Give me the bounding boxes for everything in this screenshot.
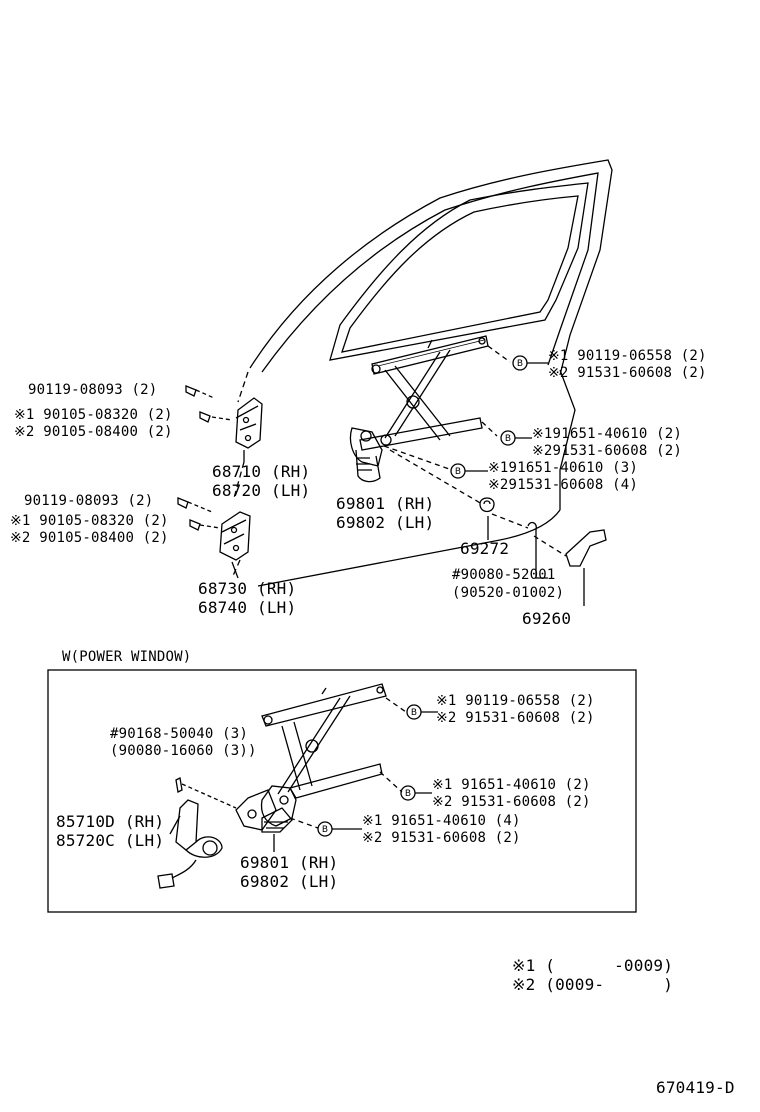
label-hinge-screw-2b: ※2 90105-08400 (2) — [10, 530, 169, 546]
spacer-and-handle-drawing — [479, 497, 607, 606]
callout-b-power-window — [317, 704, 438, 837]
label-pw-screw-motor: #90168-50040 (3) — [110, 726, 249, 742]
callout-b-letter: B — [505, 434, 511, 444]
label-bolt-top: ※1 90119-06558 (2) — [548, 348, 707, 364]
label-hinge-screw-1a: ※1 90105-08320 (2) — [14, 407, 173, 423]
callout-b-letter: B — [411, 708, 417, 718]
label-hinge-screw-1b: ※2 90105-08400 (2) — [14, 424, 173, 440]
label-pw-bolt-mid-alt: ※2 91531-60608 (2) — [432, 794, 591, 810]
label-handle-screw-alt: (90520-01002) — [452, 585, 565, 601]
label-pw-regulator-rh: 69801 (RH) — [240, 853, 339, 872]
label-pw-bolt-top-alt: ※2 91531-60608 (2) — [436, 710, 595, 726]
label-bolt-mid-alt: ※291531-60608 (2) — [532, 443, 682, 459]
power-window-leaders — [289, 697, 407, 829]
label-hinge-lower-rh: 68730 (RH) — [198, 579, 297, 598]
label-hinge-lower-lh: 68740 (LH) — [198, 598, 297, 617]
label-handle-screw: #90080-52001 — [452, 567, 556, 583]
label-hinge-upper-lh: 68720 (LH) — [212, 481, 311, 500]
label-hinge-bolt-1: 90119-08093 (2) — [28, 382, 158, 398]
callout-b-letter: B — [517, 359, 523, 369]
label-pw-regulator-lh: 69802 (LH) — [240, 872, 339, 891]
label-pw-bolt-low-alt: ※2 91531-60608 (2) — [362, 830, 521, 846]
upper-regulator-drawing — [349, 335, 489, 483]
motor-drawing — [157, 777, 237, 889]
power-window-title: W(POWER WINDOW) — [62, 649, 192, 665]
label-spacer: 69272 — [460, 539, 510, 558]
label-pw-motor-rh: 85710D (RH) — [56, 812, 165, 831]
label-pw-bolt-mid: ※1 91651-40610 (2) — [432, 777, 591, 793]
label-regulator-lh: 69802 (LH) — [336, 513, 435, 532]
door-outline — [231, 159, 613, 587]
callout-b-letters: B B B B B B — [322, 359, 523, 835]
label-regulator-rh: 69801 (RH) — [336, 494, 435, 513]
upper-leader-lines — [383, 345, 567, 557]
lower-hinge-drawing — [177, 497, 251, 579]
diagram-id: 670419-D — [656, 1078, 735, 1097]
label-hinge-upper-rh: 68710 (RH) — [212, 462, 311, 481]
label-hinge-screw-2a: ※1 90105-08320 (2) — [10, 513, 169, 529]
upper-hinge-drawing — [185, 385, 263, 462]
label-pw-motor-lh: 85720C (LH) — [56, 831, 165, 850]
label-bolt-top-alt: ※2 91531-60608 (2) — [548, 365, 707, 381]
label-bolt-low-alt: ※291531-60608 (4) — [488, 477, 638, 493]
legend-note-2: ※2 (0009- ) — [512, 975, 674, 994]
label-bolt-mid: ※191651-40610 (2) — [532, 426, 682, 442]
label-bolt-low: ※191651-40610 (3) — [488, 460, 638, 476]
callout-b-upper — [450, 355, 548, 479]
label-hinge-bolt-2: 90119-08093 (2) — [24, 493, 154, 509]
label-pw-bolt-top: ※1 90119-06558 (2) — [436, 693, 595, 709]
legend-note-1: ※1 ( -0009) — [512, 956, 674, 975]
callout-b-letter: B — [455, 467, 461, 477]
label-pw-bolt-low: ※1 91651-40610 (4) — [362, 813, 521, 829]
callout-b-letter: B — [405, 789, 411, 799]
callout-b-letter: B — [322, 825, 328, 835]
label-pw-screw-motor-alt: (90080-16060 (3)) — [110, 743, 257, 759]
power-window-frame — [47, 669, 637, 913]
label-handle: 69260 — [522, 609, 572, 628]
